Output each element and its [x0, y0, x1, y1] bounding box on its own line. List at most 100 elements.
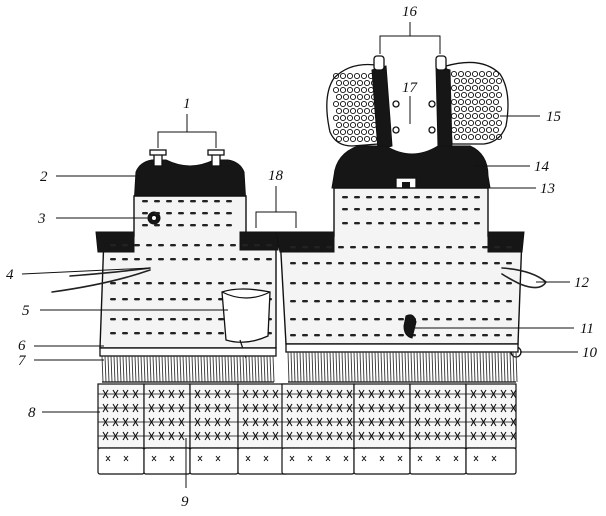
scale-ring — [492, 98, 500, 106]
lacing-stitch — [214, 212, 220, 215]
lacing-stitch — [494, 300, 500, 303]
scale-ring — [360, 72, 368, 80]
scale-ring — [481, 105, 489, 113]
lacing-stitch — [426, 222, 432, 225]
lacing-stitch — [158, 258, 164, 261]
tasset-cross-knot — [434, 389, 441, 399]
fringe-strand — [260, 355, 263, 383]
scale-ring — [471, 70, 479, 78]
scale-ring — [467, 91, 475, 99]
right-lacing-rows — [290, 196, 512, 337]
scale-ring — [453, 91, 461, 99]
tasset-cross-knot — [398, 431, 405, 441]
fringe-strand — [503, 351, 506, 383]
lacing-stitch — [170, 318, 176, 321]
lacing-stitch — [494, 318, 500, 321]
lacing-stitch — [402, 222, 408, 225]
lacing-stitch — [254, 244, 260, 247]
fringe-strand — [338, 351, 341, 383]
lacing-stitch — [302, 282, 308, 285]
fringe-strand — [323, 351, 326, 383]
lacing-stitch — [366, 222, 372, 225]
lacing-stitch — [122, 244, 128, 247]
tasset-cross-knot — [434, 417, 441, 427]
lacing-stitch — [374, 262, 380, 265]
fringe-strand — [455, 351, 458, 383]
tasset-panel-knot — [343, 455, 349, 462]
fringe-strand — [218, 355, 221, 383]
left-shoulder-band — [95, 231, 135, 253]
fringe-strand — [173, 355, 176, 383]
callout-15: 15 — [546, 109, 562, 125]
callout-16: 16 — [402, 4, 418, 20]
lacing-stitch — [434, 262, 440, 265]
callout-leaders — [21, 22, 578, 488]
lacing-stitch — [338, 334, 344, 337]
lacing-stitch — [338, 300, 344, 303]
lacing-stitch — [170, 282, 176, 285]
scale-ring — [478, 126, 486, 134]
fringe-strand — [479, 351, 482, 383]
lacing-stitch — [410, 246, 416, 249]
tasset-column — [281, 383, 355, 449]
scale-ring — [353, 128, 361, 136]
tasset-cross-knot — [204, 389, 211, 399]
lacing-stitch — [342, 208, 348, 211]
scale-ring — [467, 133, 475, 141]
tasset-cross-knot — [132, 431, 139, 441]
tasset-cross-knot — [346, 403, 353, 413]
tasset-cross-knot — [388, 389, 395, 399]
fringe-strand — [122, 355, 125, 383]
fringe-strand — [305, 351, 308, 383]
lacing-stitch — [254, 282, 260, 285]
scale-ring — [495, 105, 503, 113]
tasset-cross-knot — [148, 403, 155, 413]
lacing-stitch — [350, 300, 356, 303]
callout-12: 12 — [574, 275, 590, 291]
tasset-cross-knot — [252, 431, 259, 441]
lacing-stitch — [326, 300, 332, 303]
tasset-cross-knot — [296, 431, 303, 441]
fringe-strand — [119, 355, 122, 383]
tasset-cross-knot — [510, 389, 517, 399]
fringe-strand — [431, 351, 434, 383]
right-tassets — [281, 383, 517, 475]
tasset-cross-knot — [306, 431, 313, 441]
scale-ring — [474, 77, 482, 85]
lacing-stitch — [410, 282, 416, 285]
fringe-strand — [137, 355, 140, 383]
scale-ring — [464, 84, 472, 92]
tasset-cross-knot — [242, 417, 249, 427]
fringe-strand — [314, 351, 317, 383]
fringe-strand — [356, 351, 359, 383]
tasset-cross-knot — [272, 417, 279, 427]
lacing-stitch — [422, 246, 428, 249]
scale-ring — [478, 84, 486, 92]
scale-ring — [464, 70, 472, 78]
fringe-strand — [449, 351, 452, 383]
tasset-cross-knot — [286, 431, 293, 441]
tasset-cross-knot — [336, 403, 343, 413]
scale-ring — [488, 133, 496, 141]
tasset-panel-knot — [123, 455, 129, 462]
tasset-cross-knot — [168, 417, 175, 427]
scale-ring — [492, 84, 500, 92]
lacing-stitch — [362, 262, 368, 265]
tasset-panel-knot — [215, 455, 221, 462]
tasset-cross-knot — [444, 403, 451, 413]
tasset-cross-knot — [480, 403, 487, 413]
fringe-strand — [266, 355, 269, 383]
scale-ring — [360, 86, 368, 94]
lacing-stitch — [242, 282, 248, 285]
fringe-strand — [398, 351, 401, 383]
fringe-strand — [116, 355, 119, 383]
lacing-stitch — [350, 262, 356, 265]
scale-ring — [474, 119, 482, 127]
tasset-cross-knot — [434, 431, 441, 441]
lacing-stitch — [110, 332, 116, 335]
tasset-panel-knot — [169, 455, 175, 462]
fringe-strand — [308, 351, 311, 383]
lacing-stitch — [154, 212, 160, 215]
lacing-stitch — [182, 282, 188, 285]
lacing-stitch — [218, 244, 224, 247]
